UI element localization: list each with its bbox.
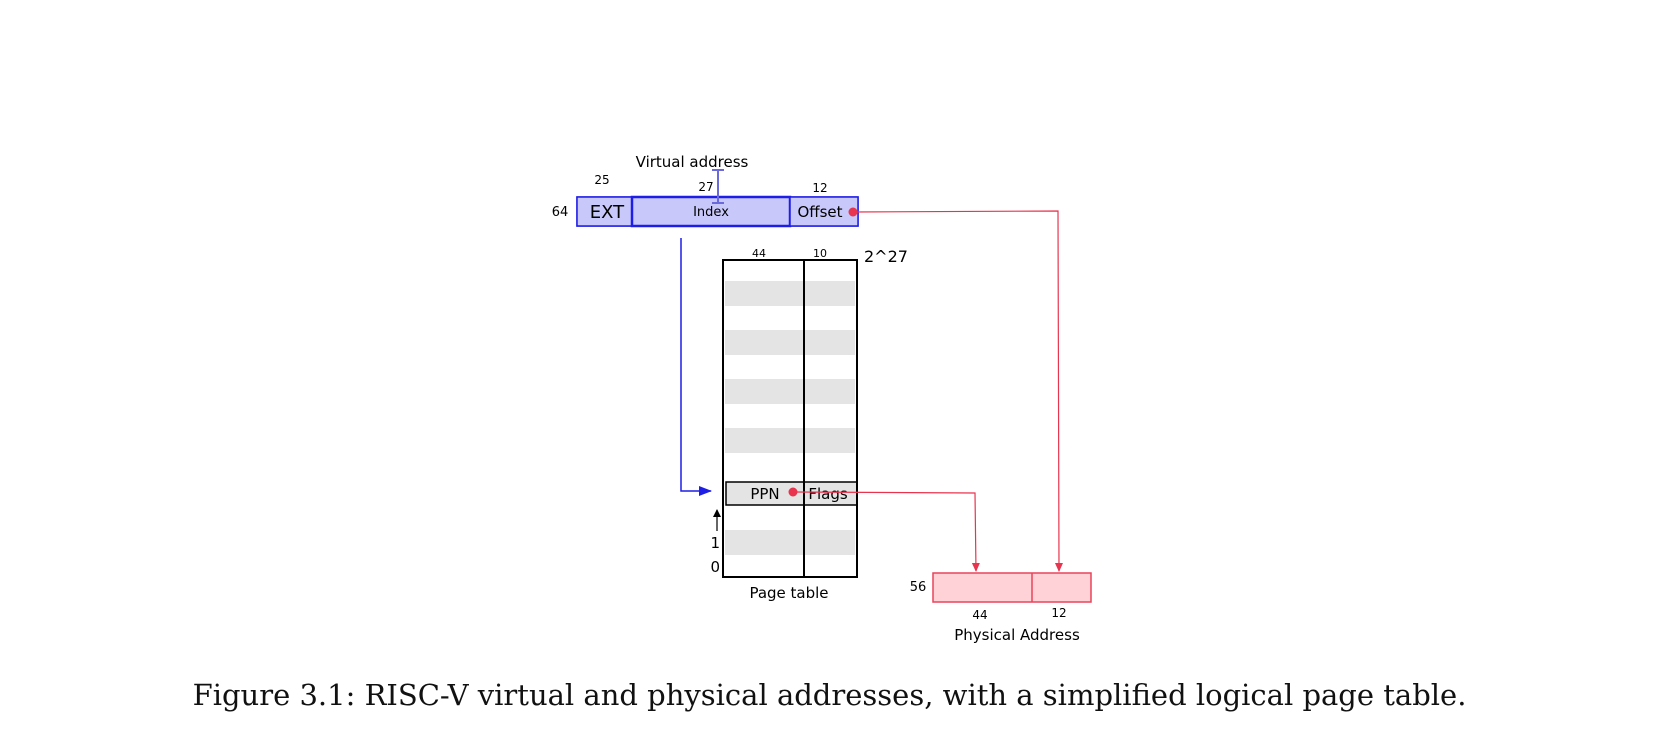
page-table-title: Page table	[749, 584, 828, 602]
table-row	[725, 428, 855, 453]
page-table-size-label: 2^27	[864, 247, 908, 266]
flags-label: Flags	[808, 485, 848, 503]
physical-address-title: Physical Address	[954, 626, 1080, 644]
physical-address-register	[932, 572, 1092, 603]
ext-field-label: EXT	[590, 202, 625, 223]
flags-column-bits: 10	[813, 247, 827, 260]
text-cursor-icon	[712, 169, 724, 204]
offset-to-physical-arrow	[852, 210, 1063, 572]
index-field-label: Index	[693, 205, 729, 220]
figure-caption: Figure 3.1: RISC-V virtual and physical …	[192, 678, 1467, 712]
ppn-label: PPN	[750, 485, 779, 503]
index-field	[630, 195, 792, 228]
page-table-shaded-rows	[725, 281, 855, 555]
row-number-1: 1	[710, 534, 720, 552]
offset-field-label: Offset	[797, 203, 842, 221]
virtual-address-title: Virtual address	[636, 153, 749, 171]
offset-bits-label: 12	[812, 181, 827, 195]
ppn-column-bits: 44	[752, 247, 766, 260]
virtual-address-total-bits: 64	[552, 205, 569, 220]
table-row	[725, 281, 855, 306]
row-number-0: 0	[710, 558, 720, 576]
table-row	[725, 379, 855, 404]
page-table-outline	[722, 259, 858, 578]
ppn-field-bits: 44	[972, 608, 987, 622]
physical-address-total-bits: 56	[910, 580, 927, 595]
table-row	[725, 530, 855, 555]
ext-field	[576, 196, 633, 227]
offset-field-bits: 12	[1051, 606, 1066, 620]
ppn-to-physical-arrow	[792, 491, 980, 572]
ext-bits-label: 25	[594, 173, 609, 187]
index-bits-label: 27	[698, 180, 713, 194]
index-to-entry-arrow	[680, 238, 712, 496]
table-row	[725, 330, 855, 355]
